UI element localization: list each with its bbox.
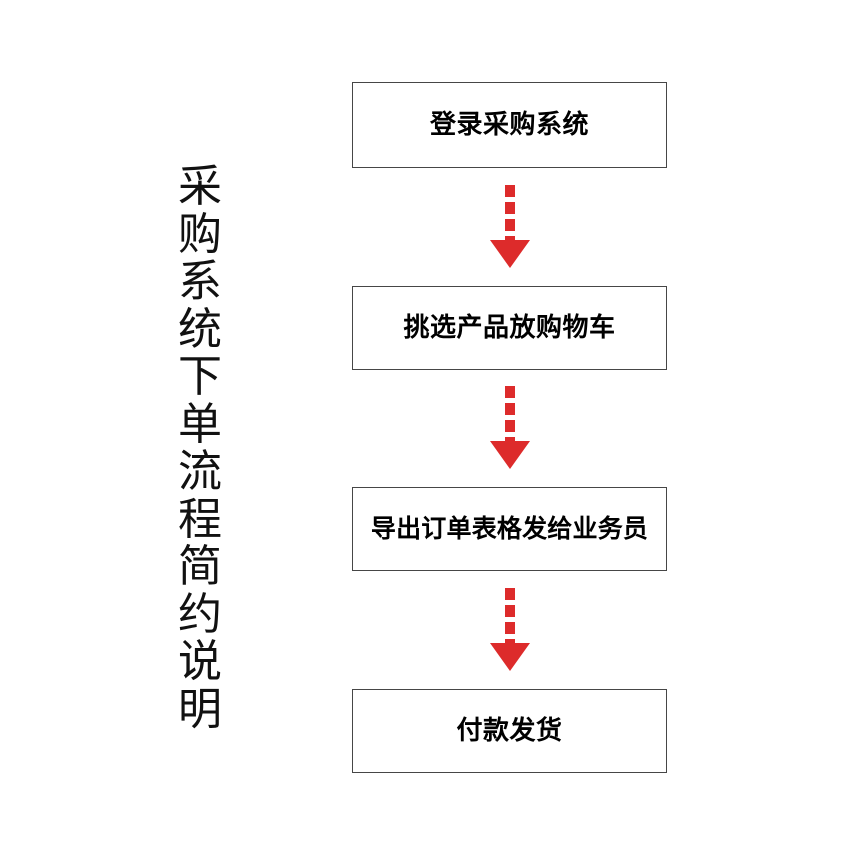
flow-step-label: 导出订单表格发给业务员 [370,515,649,543]
title-char: 流 [178,447,222,496]
title-char: 下 [178,352,222,401]
title-char: 购 [178,209,222,259]
flow-step-box-4[interactable]: 付款发货 [352,689,667,773]
dashed-down-arrow-icon [489,386,531,470]
flow-step-box-2[interactable]: 挑选产品放购物车 [352,286,667,370]
title-char: 约 [178,589,222,639]
flowchart-title: 采 购 系 统 下 单 流 程 简 约 说 明 [168,162,232,733]
flow-step-label: 挑选产品放购物车 [403,312,616,343]
flow-step-label: 付款发货 [456,715,563,746]
title-char: 系 [178,257,222,306]
title-char: 明 [178,684,222,734]
title-char: 简 [178,542,222,591]
title-char: 程 [178,494,222,544]
title-char: 单 [178,399,222,449]
flow-step-label: 登录采购系统 [429,109,589,140]
flow-step-box-3[interactable]: 导出订单表格发给业务员 [352,487,667,571]
flow-step-box-1[interactable]: 登录采购系统 [352,82,667,168]
title-char: 采 [178,162,222,211]
dashed-down-arrow-icon [489,588,531,672]
title-char: 统 [178,304,222,354]
dashed-down-arrow-icon [489,185,531,269]
title-char: 说 [178,637,222,686]
